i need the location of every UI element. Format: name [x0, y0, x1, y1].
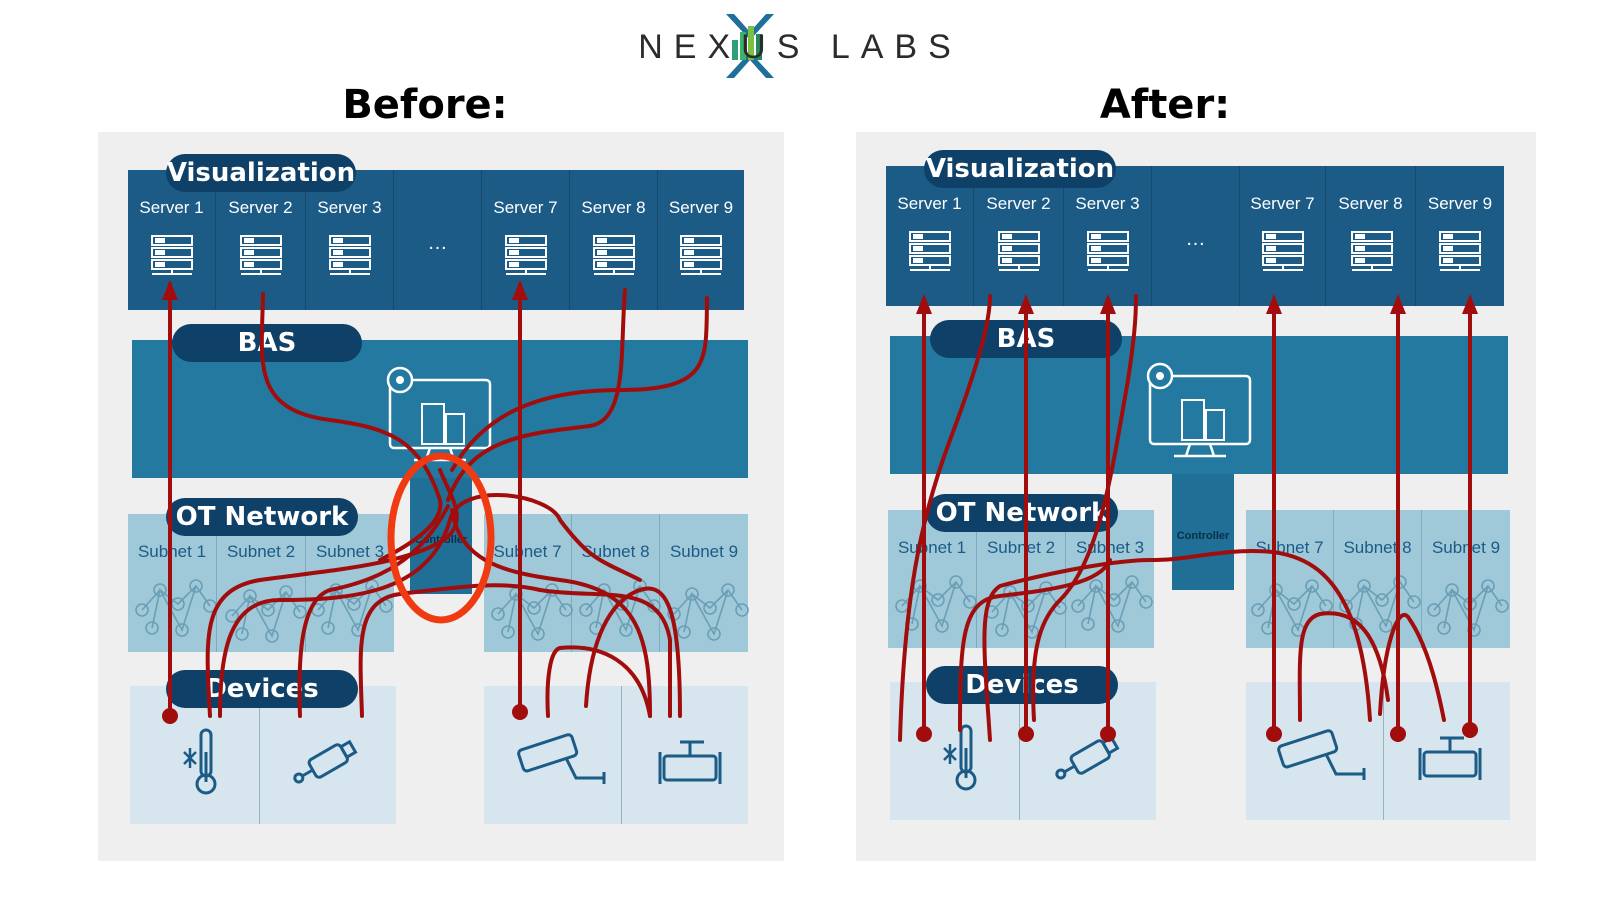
- subnet-label: Subnet 8: [1343, 538, 1412, 557]
- server-label: Server 9: [668, 198, 734, 217]
- device-cell: [890, 682, 1020, 820]
- subnet-label: Subnet 3: [315, 542, 385, 561]
- after-controller: Controller: [1172, 474, 1234, 590]
- subnet-label: Subnet 8: [581, 542, 650, 561]
- subnet-label: Subnet 2: [226, 542, 296, 561]
- before-devices-right: [484, 686, 748, 824]
- before-server-cell: Server 7: [482, 170, 570, 310]
- logo-text: NEXUS LABS: [638, 28, 962, 66]
- before-subnet-cell: Subnet 9: [660, 514, 748, 652]
- after-ot-label: OT Network: [926, 494, 1118, 532]
- server-label: Server 3: [317, 198, 382, 217]
- server-label: Server 7: [493, 198, 558, 217]
- before-ot-label: OT Network: [166, 498, 358, 536]
- ellipsis-label: …: [427, 232, 448, 254]
- server-label: Server 7: [1250, 194, 1315, 213]
- after-server-cell: Server 9: [1416, 166, 1504, 306]
- nexus-labs-logo: NEXUS LABS: [0, 6, 1600, 78]
- subnet-label: Subnet 7: [1255, 538, 1324, 557]
- server-label: Server 8: [1338, 194, 1403, 213]
- after-server-cell: Server 1: [886, 166, 974, 306]
- device-cell: [484, 686, 622, 824]
- before-server-cell: Server 2: [216, 170, 306, 310]
- subnet-label: Subnet 9: [1431, 538, 1501, 557]
- ellipsis-label: …: [1185, 228, 1206, 250]
- subnet-label: Subnet 1: [137, 542, 207, 561]
- after-server-cell: Server 2: [974, 166, 1064, 306]
- before-controller: Controller: [410, 478, 472, 594]
- after-visualization-label: Visualization: [924, 150, 1116, 188]
- controller-label: Controller: [414, 533, 468, 546]
- before-subnet-cell: Subnet 7: [484, 514, 572, 652]
- device-cell: [1246, 682, 1384, 820]
- server-label: Server 2: [228, 198, 293, 217]
- before-server-cell: Server 9: [658, 170, 744, 310]
- before-heading: Before:: [342, 82, 508, 128]
- after-ot-right: Subnet 7 Subnet 8 Subnet 9: [1246, 510, 1510, 648]
- before-server-cell: Server 3: [306, 170, 394, 310]
- server-label: Server 1: [139, 198, 204, 217]
- subnet-label: Subnet 7: [493, 542, 562, 561]
- subnet-label: Subnet 1: [897, 538, 967, 557]
- before-visualization-label: Visualization: [166, 154, 356, 192]
- after-heading: After:: [1099, 82, 1231, 128]
- server-label: Server 2: [986, 194, 1051, 213]
- after-ellipsis-cell: …: [1152, 166, 1240, 306]
- after-subnet-cell: Subnet 7: [1246, 510, 1334, 648]
- nexus-logo-icon: [726, 14, 774, 78]
- after-bas-label: BAS: [930, 320, 1122, 358]
- before-devices-label: Devices: [166, 670, 358, 708]
- controller-label: Controller: [1176, 529, 1230, 542]
- after-devices-label: Devices: [926, 666, 1118, 704]
- subnet-label: Subnet 9: [669, 542, 739, 561]
- before-subnet-cell: Subnet 8: [572, 514, 660, 652]
- before-server-cell: Server 8: [570, 170, 658, 310]
- server-label: Server 1: [897, 194, 962, 213]
- after-subnet-cell: Subnet 8: [1334, 510, 1422, 648]
- after-server-cell: Server 8: [1326, 166, 1416, 306]
- before-bas-label: BAS: [172, 324, 362, 362]
- subnet-label: Subnet 3: [1075, 538, 1145, 557]
- after-devices-right: [1246, 682, 1510, 820]
- server-label: Server 8: [581, 198, 646, 217]
- before-server-cell: Server 1: [128, 170, 216, 310]
- after-visualization-band: Server 1 Server 2 Server 3 … Server 7 Se…: [886, 166, 1504, 306]
- before-visualization-band: Server 1 Server 2 Server 3 … Server 7 Se…: [128, 170, 744, 310]
- server-label: Server 9: [1427, 194, 1493, 213]
- device-cell: [130, 686, 260, 824]
- before-ellipsis-cell: …: [394, 170, 482, 310]
- after-server-cell: Server 7: [1240, 166, 1326, 306]
- before-ot-right: Subnet 7 Subnet 8 Subnet 9: [484, 514, 748, 652]
- after-subnet-cell: Subnet 9: [1422, 510, 1510, 648]
- after-server-cell: Server 3: [1064, 166, 1152, 306]
- server-label: Server 3: [1075, 194, 1140, 213]
- subnet-label: Subnet 2: [986, 538, 1056, 557]
